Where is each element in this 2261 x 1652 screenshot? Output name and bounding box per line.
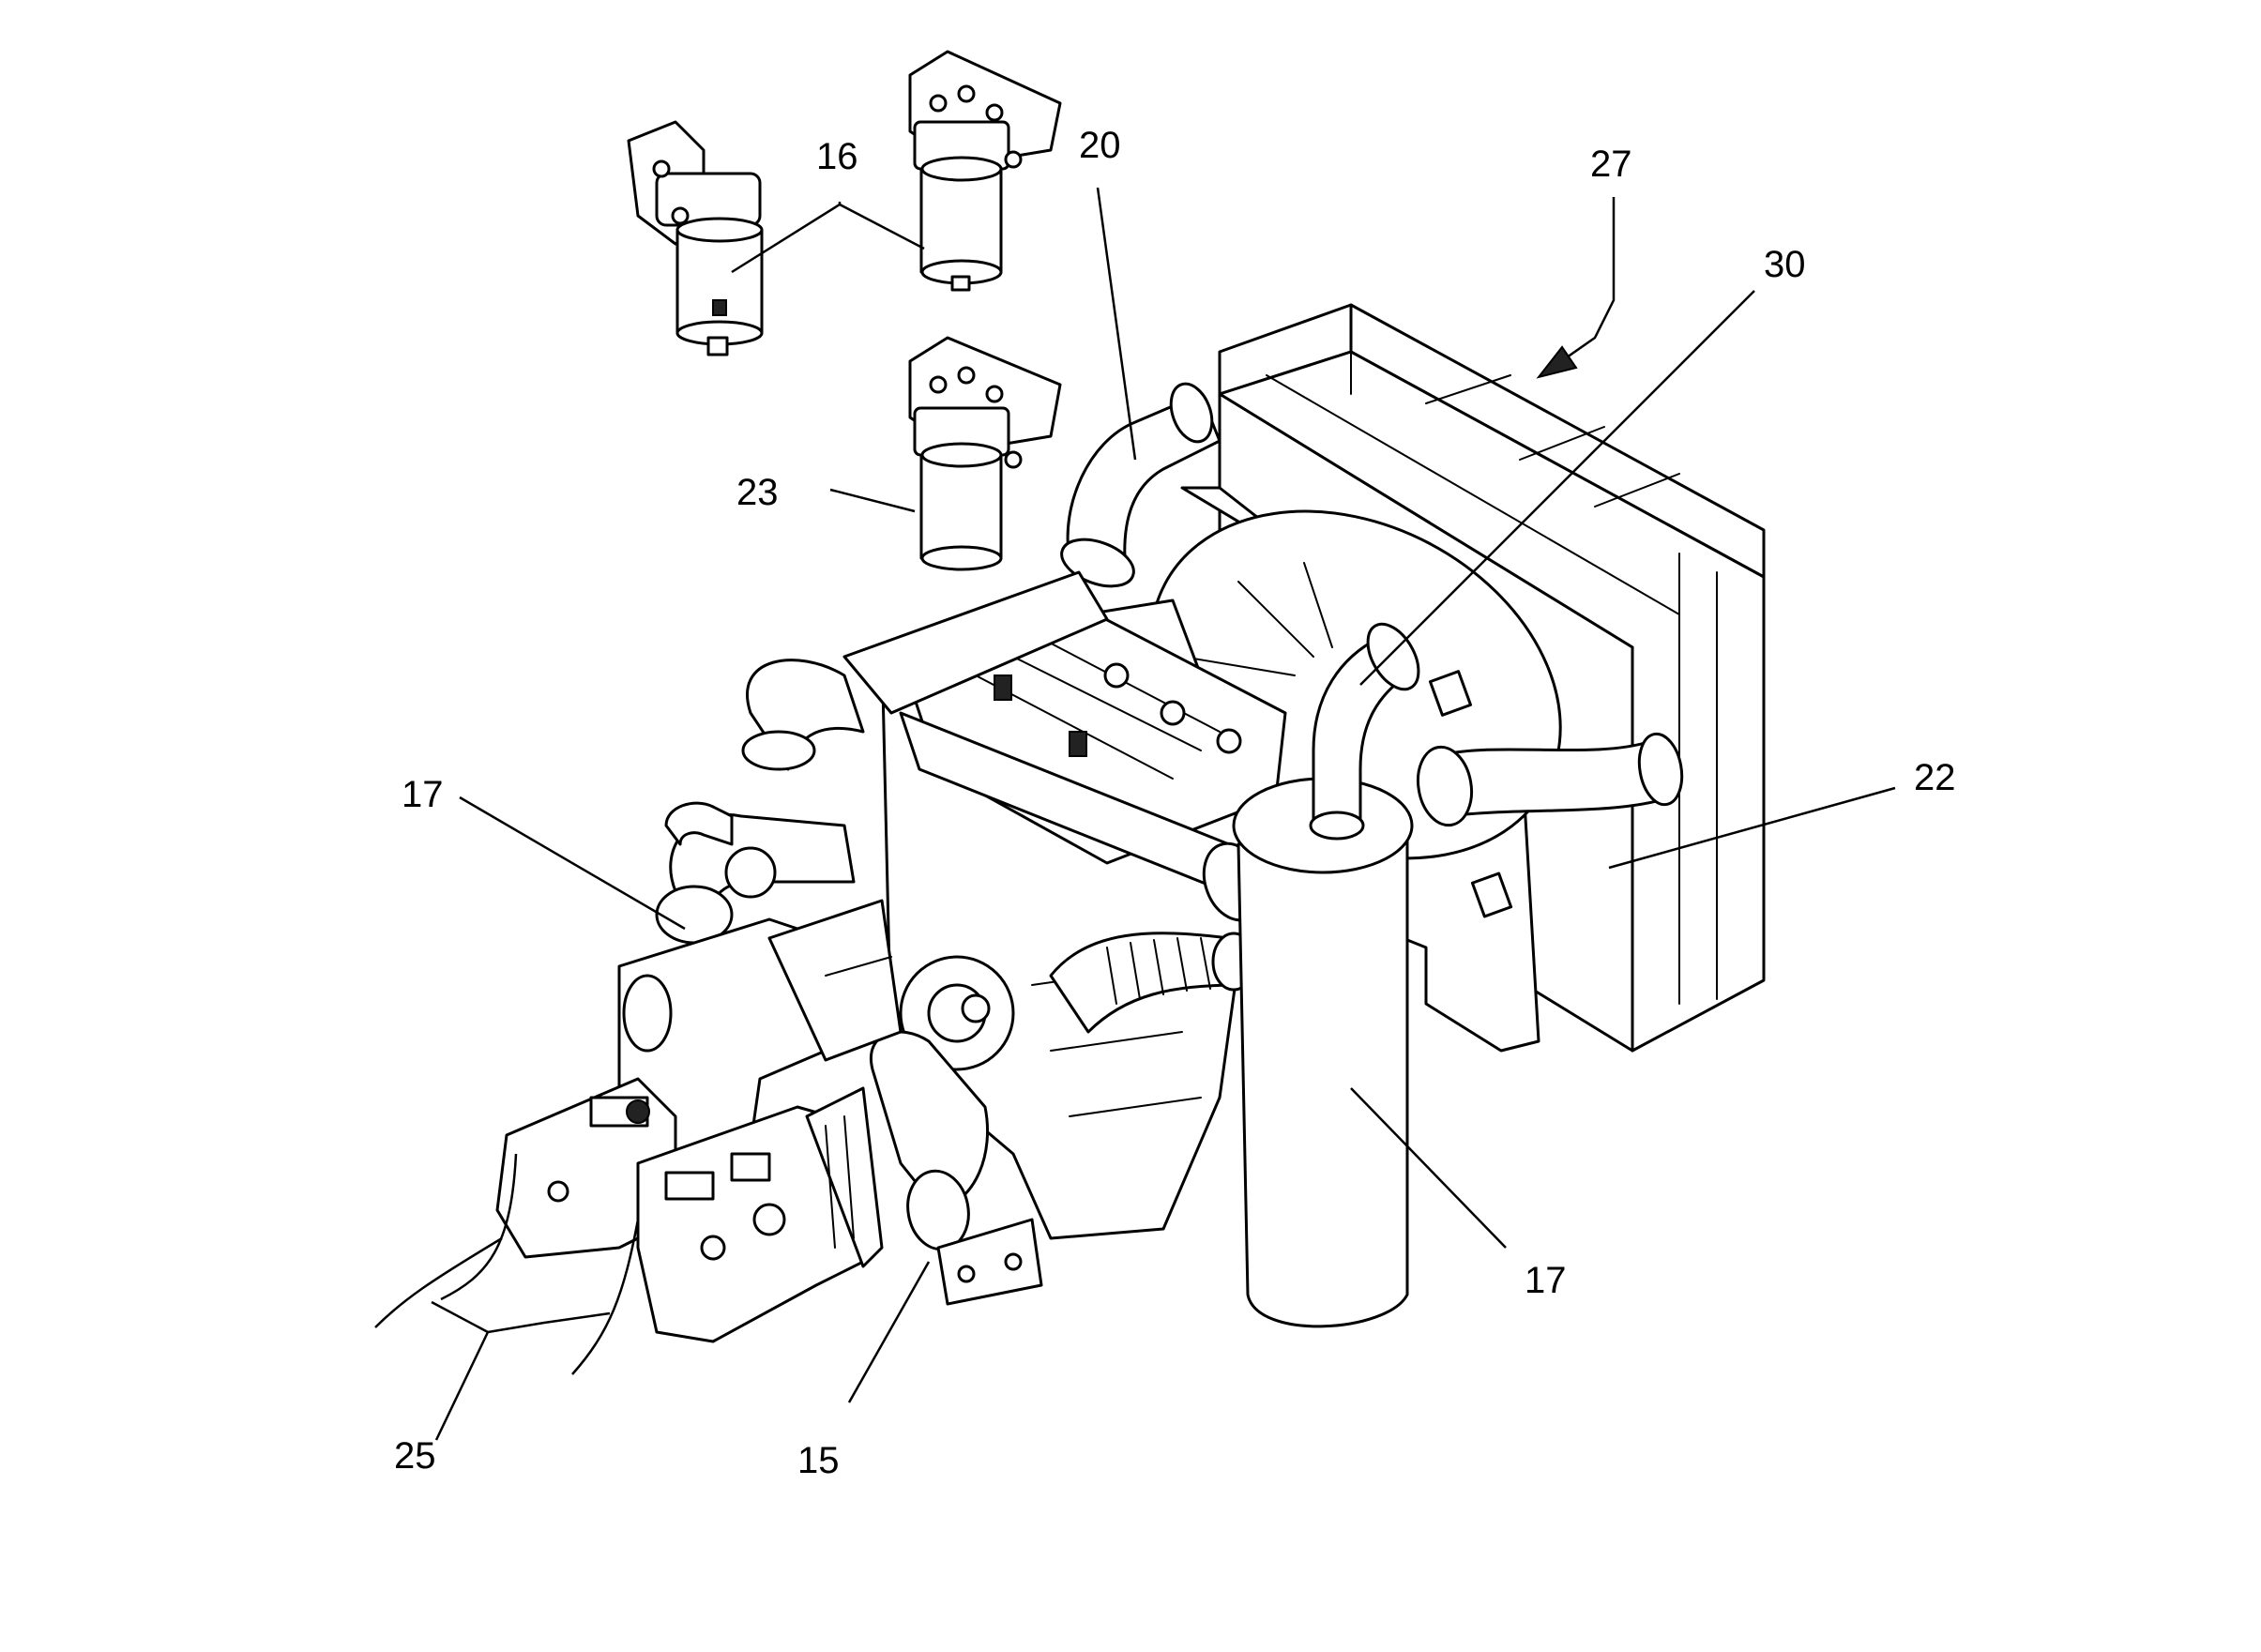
callout-17-left: 17: [402, 774, 444, 815]
leader-25-c: [571, 1219, 640, 1375]
exhaust-pipe-left: [655, 801, 856, 945]
leader-20: [1096, 187, 1137, 461]
lower-coolant-hose: [1416, 732, 1684, 827]
callout-30: 30: [1764, 244, 1806, 285]
muffler: [1232, 622, 1420, 1328]
leader-25-b: [440, 1153, 518, 1301]
leader-25-a: [374, 1236, 503, 1328]
leader-17-right: [1350, 1087, 1507, 1249]
callout-23: 23: [736, 472, 779, 513]
leader-23: [829, 488, 916, 513]
leader-15: [847, 1261, 931, 1403]
leader-22: [1608, 786, 1896, 870]
callout-25: 25: [394, 1435, 436, 1477]
arrowhead-27: [1536, 345, 1578, 379]
leader-25-stem: [434, 1311, 611, 1441]
radiator-assembly: [1149, 303, 1766, 1053]
callout-16: 16: [816, 136, 858, 177]
fuel-filter-left: [627, 120, 764, 356]
leader-17-left: [459, 796, 686, 931]
upper-coolant-hose: [1060, 382, 1222, 588]
turbocharger: [869, 955, 1043, 1306]
oil-filter: [908, 336, 1062, 571]
hydraulic-pump-assembly: [495, 899, 903, 1343]
callout-27: 27: [1590, 144, 1632, 185]
fuel-filter-right: [908, 50, 1062, 292]
callout-20: 20: [1079, 125, 1121, 166]
engine-block: [741, 570, 1287, 1240]
callout-22: 22: [1914, 757, 1956, 798]
callout-15: 15: [797, 1440, 840, 1481]
leader-27: [1547, 197, 1616, 372]
callout-17-right: 17: [1525, 1260, 1567, 1301]
callout-labels: 16 20 27 30 23 17 22 17 25 15: [394, 125, 1956, 1481]
leader-30: [1359, 290, 1755, 686]
leader-lines: [374, 187, 1896, 1441]
